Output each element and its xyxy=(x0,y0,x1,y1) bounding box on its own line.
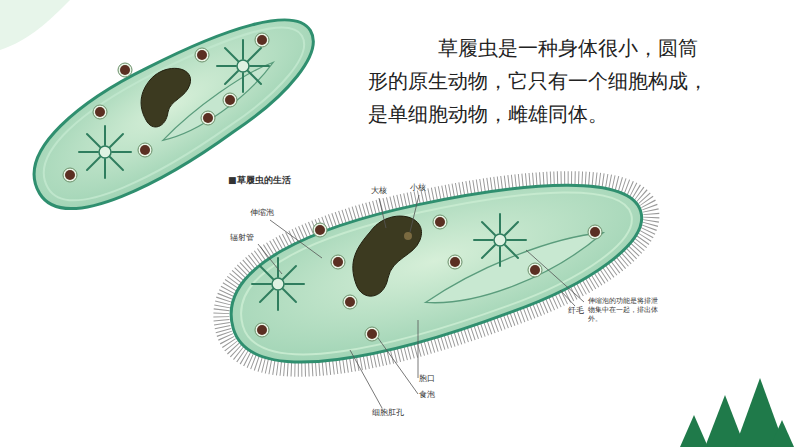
small-paramecium xyxy=(12,0,336,236)
part-label: 小核 xyxy=(410,183,440,193)
tree-decor xyxy=(680,378,794,447)
leader-lines xyxy=(258,195,584,408)
figure-title: ■草履虫的生活 xyxy=(228,175,348,186)
part-label: 伸缩泡 xyxy=(250,208,290,218)
corner-decor xyxy=(0,0,70,50)
macronucleus xyxy=(141,68,190,127)
part-label: 细胞肛孔 xyxy=(372,408,422,418)
part-label: 大核 xyxy=(371,186,401,196)
note-label: 伸缩泡的功能是将排泄物集中在一起，排出体外。 xyxy=(588,297,660,323)
part-label: 辐射管 xyxy=(230,233,270,243)
intro-paragraph: 草履虫是一种身体很小，圆筒形的原生动物，它只有一个细胞构成，是单细胞动物，雌雄同… xyxy=(368,32,713,131)
main-paramecium xyxy=(203,135,670,399)
part-label: 胞口 xyxy=(419,374,449,384)
micronucleus xyxy=(404,232,412,240)
part-label: 食泡 xyxy=(419,390,449,400)
